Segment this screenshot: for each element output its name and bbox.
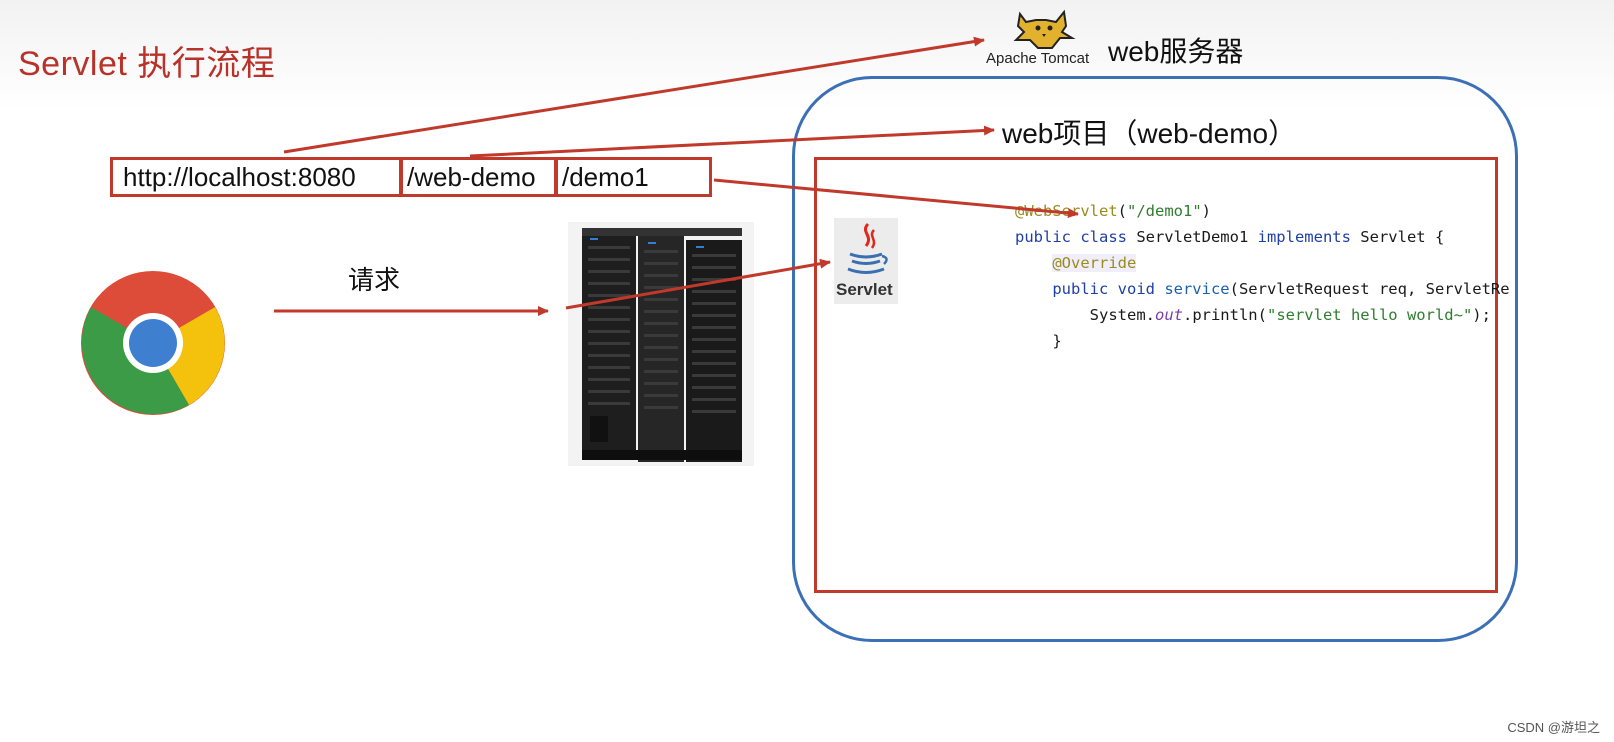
- servlet-logo: Servlet: [834, 218, 898, 304]
- code-text: .println(: [1182, 306, 1267, 324]
- servlet-logo-text: Servlet: [836, 280, 893, 299]
- code-text: System.: [1089, 306, 1155, 324]
- servlet-code: @WebServlet("/demo1") public class Servl…: [1015, 198, 1535, 368]
- servlet-container: [814, 157, 1498, 593]
- page-title: Servlet 执行流程: [18, 45, 276, 83]
- code-url-pattern: "/demo1": [1127, 202, 1202, 220]
- code-line-5: System.out.println("servlet hello world~…: [1090, 306, 1491, 324]
- code-keyword: public class: [1015, 228, 1127, 246]
- code-method-name: service: [1154, 280, 1230, 298]
- code-keyword: implements: [1257, 228, 1351, 246]
- arrow-host-to-tomcat: [283, 36, 985, 154]
- url-host-segment: http://localhost:8080: [110, 157, 402, 197]
- server-rack-image: [568, 222, 754, 466]
- tomcat-logo-text: Apache Tomcat: [986, 50, 1090, 67]
- chrome-icon: [81, 271, 225, 415]
- code-text: Servlet {: [1350, 228, 1445, 246]
- arrow-server-to-servlet: [565, 258, 831, 310]
- code-keyword: public void: [1052, 280, 1155, 298]
- code-line-6: }: [1052, 332, 1062, 350]
- code-webservlet-annotation: @WebServlet: [1015, 202, 1118, 220]
- code-line-4: public void service(ServletRequest req, …: [1052, 280, 1509, 298]
- tomcat-cat-icon: [1013, 9, 1076, 49]
- java-cup-icon: [847, 222, 888, 274]
- server-rack-icon: [582, 228, 742, 462]
- tomcat-logo: Apache Tomcat: [986, 8, 1102, 70]
- code-string: "servlet hello world~": [1266, 306, 1473, 324]
- arrow-path-to-servlet: [713, 178, 1079, 219]
- watermark: CSDN @游坦之: [1507, 720, 1600, 735]
- code-text: (ServletRequest req, ServletRe: [1229, 280, 1510, 298]
- web-project-label: web项目（web-demo）: [1002, 118, 1297, 149]
- arrow-project-to-webapp: [469, 125, 995, 158]
- code-paren-close: ): [1201, 202, 1211, 220]
- code-class-name: ServletDemo1: [1126, 228, 1258, 246]
- url-path-segment: /demo1: [555, 157, 712, 197]
- code-paren-open: (: [1117, 202, 1127, 220]
- web-project-container: [792, 76, 1518, 642]
- web-server-label: web服务器: [1108, 36, 1244, 67]
- url-project-segment: /web-demo: [400, 157, 557, 197]
- code-override-annotation: @Override: [1052, 254, 1137, 272]
- code-text: );: [1472, 306, 1491, 324]
- code-field: out: [1154, 306, 1183, 324]
- code-line-1: @WebServlet("/demo1"): [1015, 202, 1211, 220]
- code-line-2: public class ServletDemo1 implements Ser…: [1015, 228, 1444, 246]
- request-label: 请求: [348, 265, 401, 295]
